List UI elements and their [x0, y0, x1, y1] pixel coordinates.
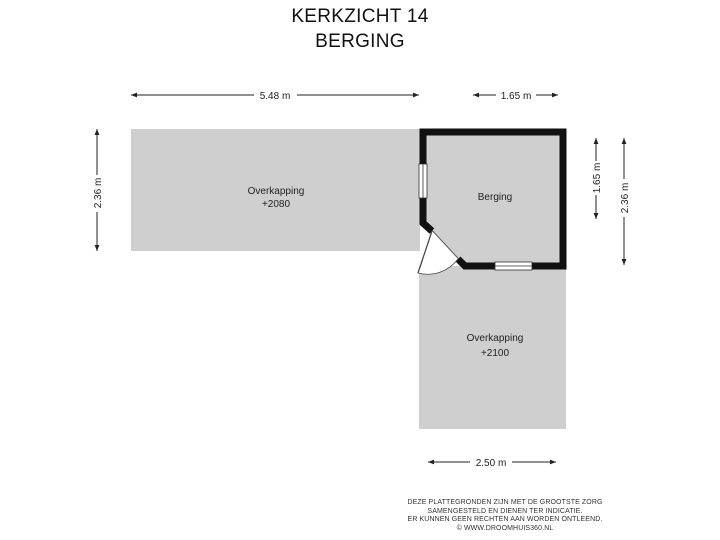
- room-overkapping-1-height: +2080: [262, 199, 291, 210]
- window-left: [418, 163, 428, 199]
- plan-title: KERKZICHT 14: [291, 6, 429, 27]
- berging-floor: [420, 129, 566, 266]
- berging-wall-corner: [455, 256, 495, 270]
- plan-subtitle: BERGING: [315, 31, 405, 52]
- door: [417, 230, 459, 275]
- room-berging-name: Berging: [478, 192, 512, 203]
- berging-walls: [419, 128, 567, 270]
- berging-wall-left-lower: [419, 198, 435, 234]
- disclaimer-copyright: © WWW.DROOMHUIS360.NL: [456, 524, 554, 532]
- dim-bottom-width: 2.50 m: [476, 458, 507, 469]
- room-overkapping-2-height: +2100: [481, 348, 510, 359]
- dim-top-left: 5.48 m: [260, 91, 291, 102]
- room-overkapping-1-name: Overkapping: [248, 186, 305, 197]
- dim-right-outer-height: 2.36 m: [620, 183, 631, 214]
- overkapping-left-floor: [131, 129, 420, 251]
- room-overkapping-2-name: Overkapping: [467, 333, 524, 344]
- overkapping-bottom-floor: [419, 266, 566, 429]
- dim-top-right: 1.65 m: [501, 91, 532, 102]
- disclaimer-line: ER KUNNEN GEEN RECHTEN AAN WORDEN ONTLEE…: [407, 516, 603, 524]
- window-bottom: [494, 261, 533, 271]
- disclaimer-line: SAMENGESTELD EN DIENEN TER INDICATIE.: [427, 507, 583, 515]
- dim-right-inner-height: 1.65 m: [592, 163, 603, 194]
- disclaimer: DEZE PLATTEGRONDEN ZIJN MET DE GROOTSTE …: [380, 499, 630, 533]
- dim-left-height: 2.36 m: [93, 178, 104, 209]
- disclaimer-line: DEZE PLATTEGRONDEN ZIJN MET DE GROOTSTE …: [407, 499, 603, 506]
- dimension-lines: [94, 92, 627, 465]
